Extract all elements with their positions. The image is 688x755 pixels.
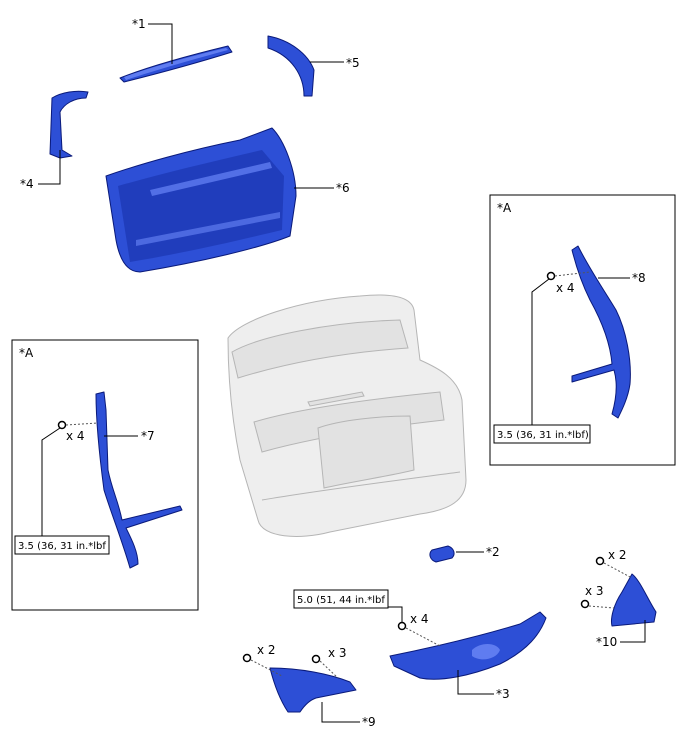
torque-center-box [293, 589, 389, 609]
callout-4-leader [38, 150, 61, 185]
part-9-clip-icon-b [311, 654, 321, 664]
part-10-qty-a: x 2 [608, 548, 627, 562]
part-1-trim: *1 [119, 17, 233, 83]
torque-right-label: 3.5 (36, 31 in.*lbf) [497, 430, 589, 441]
callout-4: *4 [20, 177, 34, 191]
part-3-shape [389, 611, 547, 680]
part-10-clip-dash-b [588, 605, 615, 609]
detail-box-right-qty: x 4 [556, 281, 575, 295]
part-6-lower-ribs [136, 212, 280, 246]
back-door-lower-edge [261, 471, 461, 501]
part-10-clip-icon-a [595, 556, 605, 566]
callout-1-leader [148, 23, 173, 64]
callout-8: *8 [632, 271, 646, 285]
part-8-shape [571, 245, 631, 419]
part-4-trim: *4 [20, 90, 89, 191]
torque-right-leader [531, 278, 550, 426]
part-4-shape [49, 90, 89, 159]
part-3-bolt-dash [405, 627, 441, 647]
torque-left-leader [41, 427, 61, 537]
part-7-shape [95, 391, 183, 569]
part-8-clip-dash [554, 271, 591, 277]
part-7-clip-dash [65, 422, 99, 426]
callout-3-leader [457, 670, 494, 695]
back-door [227, 294, 467, 537]
part-10-clip-icon-b [580, 599, 590, 609]
callout-9-leader [321, 702, 360, 723]
part-10-garnish-end: x 2 x 3 *10 [580, 548, 657, 649]
callout-7: *7 [141, 429, 155, 443]
part-2-shape [429, 545, 455, 563]
back-door-wiper [307, 391, 365, 407]
part-3-center-hub [472, 644, 500, 660]
torque-left-box [14, 535, 110, 555]
part-1-highlight [124, 48, 228, 80]
part-9-garnish-end: x 2 x 3 *9 [242, 643, 376, 729]
part-2-clip: *2 [429, 545, 500, 563]
part-5-shape [267, 35, 315, 97]
callout-2: *2 [486, 545, 500, 559]
callout-3: *3 [496, 687, 510, 701]
part-9-shape [269, 667, 357, 713]
callout-10-leader [620, 620, 646, 643]
callout-5: *5 [346, 56, 360, 70]
part-10-shape [611, 573, 657, 627]
part-3-bolt-icon [397, 621, 407, 631]
part-3-garnish: x 4 5.0 (51, 44 in.*lbf *3 [293, 589, 547, 701]
part-10-clip-dash-a [603, 562, 633, 579]
detail-box-right: *A x 4 *8 3.5 (36, 31 in.*lbf) [489, 194, 676, 466]
part-6-inner-panel [118, 150, 284, 262]
torque-right-box [493, 424, 591, 444]
torque-center-leader [388, 606, 403, 622]
part-9-clip-dash-a [250, 659, 283, 677]
part-9-qty-b: x 3 [328, 646, 347, 660]
part-7-clip-icon [57, 420, 67, 430]
part-5-trim: *5 [267, 35, 360, 97]
part-9-qty-a: x 2 [257, 643, 276, 657]
callout-6: *6 [336, 181, 350, 195]
callout-1: *1 [132, 17, 146, 31]
back-door-plate-recess [317, 415, 415, 489]
callout-9: *9 [362, 715, 376, 729]
detail-box-right-title: *A [497, 201, 512, 215]
torque-left-label: 3.5 (36, 31 in.*lbf [18, 541, 106, 552]
part-8-clip-icon [546, 271, 556, 281]
part-9-clip-dash-b [319, 660, 339, 679]
detail-box-left-title: *A [19, 346, 34, 360]
part-10-qty-b: x 3 [585, 584, 604, 598]
back-door-window [231, 319, 409, 379]
part-6-upper-ribs [150, 162, 272, 196]
callout-10: *10 [596, 635, 617, 649]
detail-box-left-qty: x 4 [66, 429, 85, 443]
part-6-trim-board: *6 [105, 127, 350, 273]
part-9-clip-icon-a [242, 653, 252, 663]
torque-center-label: 5.0 (51, 44 in.*lbf [297, 595, 385, 606]
part-3-qty: x 4 [410, 612, 429, 626]
detail-box-right-frame [489, 194, 676, 466]
detail-box-left: *A x 4 *7 3.5 (36, 31 in.*lbf [11, 339, 199, 611]
